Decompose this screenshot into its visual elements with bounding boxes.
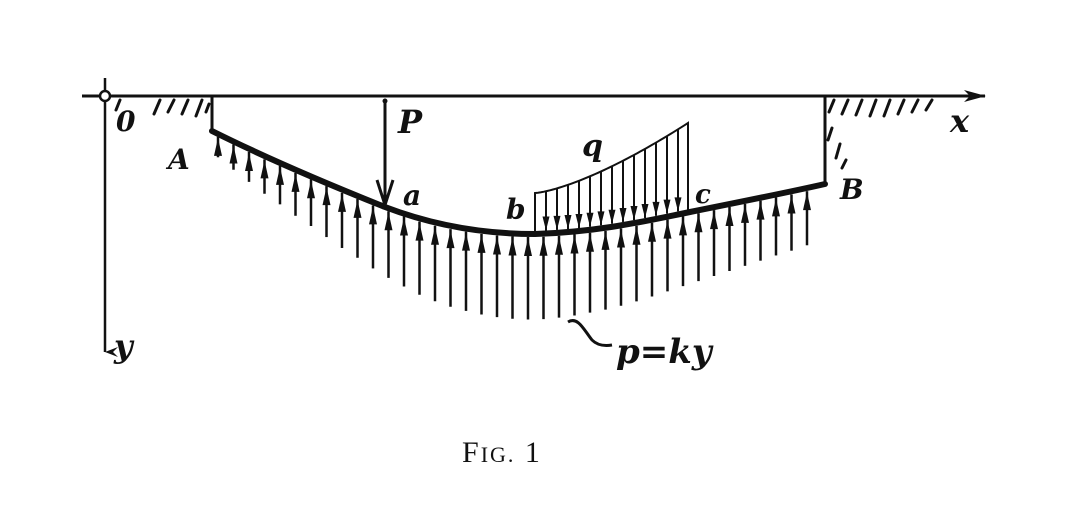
reaction-load-arrows xyxy=(214,136,811,320)
distributed-load-q xyxy=(534,121,689,234)
ground-hatch-right xyxy=(826,98,934,170)
load-q-label: q xyxy=(582,129,603,164)
x-axis-label: x xyxy=(950,102,970,140)
point-small-b-label: b xyxy=(506,193,526,226)
origin-marker xyxy=(98,89,112,103)
ground-hatch-left xyxy=(114,98,211,118)
caption-prefix-smallcaps: IG. xyxy=(480,442,516,467)
reaction-formula-label: p=ky xyxy=(616,332,712,372)
point-small-c-label: c xyxy=(695,180,711,210)
figure-caption: FIG. 1 xyxy=(462,438,542,468)
point-a-label: A xyxy=(168,143,190,176)
beam-deflection-curve xyxy=(209,128,828,238)
load-p-label: P xyxy=(398,103,423,141)
caption-number: 1 xyxy=(524,436,542,469)
point-b-label: B xyxy=(840,173,864,206)
origin-label: 0 xyxy=(116,105,136,138)
reaction-leader-line xyxy=(567,319,613,347)
point-small-a-label: a xyxy=(403,179,422,212)
concentrated-load-p xyxy=(375,98,395,210)
y-axis-label: y xyxy=(114,327,133,365)
caption-prefix-cap: F xyxy=(462,436,481,469)
